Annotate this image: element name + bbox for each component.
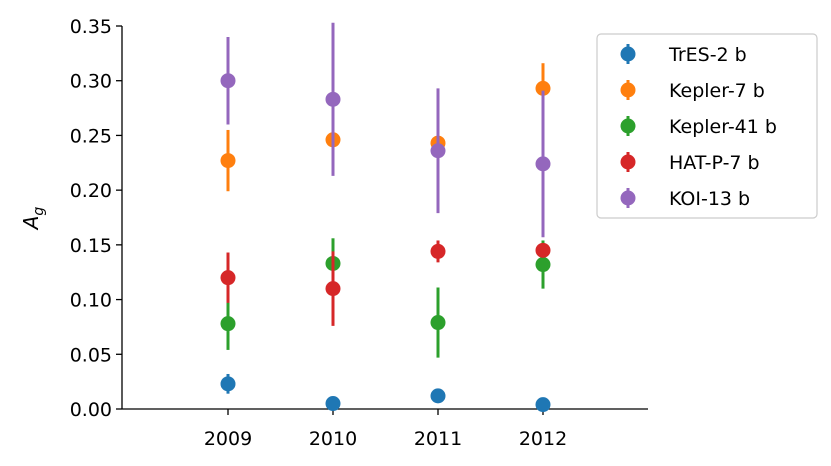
legend-label: KOI-13 b bbox=[669, 188, 750, 210]
data-point bbox=[220, 73, 236, 89]
x-tick-label: 2012 bbox=[519, 428, 567, 450]
data-point bbox=[430, 143, 446, 159]
y-tick-label: 0.15 bbox=[70, 235, 112, 257]
y-tick-label: 0.25 bbox=[70, 125, 112, 147]
data-point bbox=[535, 156, 551, 172]
data-point bbox=[220, 316, 236, 332]
y-axis-label: Ag bbox=[19, 207, 47, 232]
legend-box bbox=[596, 33, 818, 219]
y-tick-label: 0.30 bbox=[70, 71, 112, 93]
data-point bbox=[430, 243, 446, 259]
data-point bbox=[535, 397, 551, 413]
legend-marker bbox=[620, 190, 636, 206]
y-axis-label-subscript: g bbox=[31, 207, 47, 216]
data-point bbox=[220, 270, 236, 286]
data-point bbox=[325, 91, 341, 107]
y-tick-label: 0.05 bbox=[70, 344, 112, 366]
x-tick-label: 2009 bbox=[204, 428, 252, 450]
data-point bbox=[325, 281, 341, 297]
data-point bbox=[535, 257, 551, 273]
data-point bbox=[430, 388, 446, 404]
legend-marker bbox=[620, 46, 636, 62]
legend: TrES-2 b Kepler-7 b Kepler-41 b HAT-P-7 b KO… bbox=[596, 33, 818, 219]
y-tick-label: 0.35 bbox=[70, 16, 112, 38]
legend-label: HAT-P-7 b bbox=[669, 152, 760, 174]
x-tick-label: 2011 bbox=[414, 428, 462, 450]
y-tick-label: 0.10 bbox=[70, 290, 112, 312]
data-point bbox=[325, 396, 341, 412]
y-tick-label: 0.00 bbox=[70, 399, 112, 421]
data-point bbox=[535, 80, 551, 96]
y-tick-label: 0.20 bbox=[70, 180, 112, 202]
data-point bbox=[220, 153, 236, 169]
data-point bbox=[535, 242, 551, 258]
legend-label: Kepler-41 b bbox=[669, 116, 777, 138]
data-point bbox=[220, 376, 236, 392]
legend-marker bbox=[620, 82, 636, 98]
legend-label: TrES-2 b bbox=[668, 44, 747, 66]
y-axis-label-main: A bbox=[19, 216, 43, 232]
axes: 0.00 0.05 0.10 0.15 0.20 0.25 0.30 0.35 2009 2010… bbox=[70, 16, 648, 450]
x-tick-label: 2010 bbox=[309, 428, 357, 450]
legend-marker bbox=[620, 118, 636, 134]
data-point bbox=[430, 315, 446, 331]
legend-label: Kepler-7 b bbox=[669, 80, 765, 102]
data-marks bbox=[220, 22, 551, 413]
legend-marker bbox=[620, 154, 636, 170]
